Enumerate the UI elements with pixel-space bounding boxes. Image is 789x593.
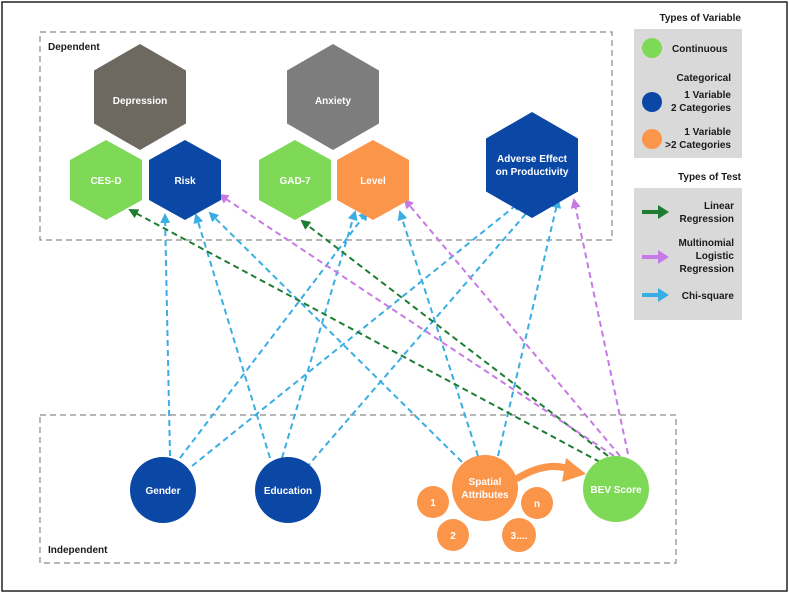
legend-linear-line2: Regression <box>680 214 734 225</box>
legend-chi-square-label: Chi-square <box>682 291 735 302</box>
legend-test-title: Types of Test <box>678 172 742 183</box>
arrow-gender-risk <box>160 213 171 457</box>
legend-multi-line2: >2 Categories <box>665 140 731 151</box>
node-gender-label: Gender <box>145 486 180 497</box>
arrows-chi-square <box>160 198 562 469</box>
legend-multinomial-line2: Logistic <box>696 251 735 262</box>
arrow-bev-level <box>403 198 621 457</box>
node-sub-1: 1 <box>417 486 449 518</box>
node-sub-n-label: n <box>534 499 540 510</box>
arrows-linear <box>128 209 609 463</box>
hex-anxiety: Anxiety <box>287 44 379 150</box>
arrow-education-level <box>281 210 358 459</box>
legend-multi-line1: 1 Variable <box>684 127 731 138</box>
arrow-education-risk <box>193 213 271 459</box>
legend-linear-line1: Linear <box>704 201 734 212</box>
hex-ces-d: CES-D <box>70 140 142 220</box>
arrow-spatial-risk <box>208 211 463 463</box>
hex-anxiety-label: Anxiety <box>315 96 352 107</box>
hex-adverse-label-line2: on Productivity <box>496 167 569 178</box>
arrow-bev-risk <box>218 193 615 457</box>
arrows-multinomial <box>218 193 629 457</box>
hex-ces-d-label: CES-D <box>90 176 121 187</box>
node-spatial-label-line2: Attributes <box>461 490 509 501</box>
node-sub-2-label: 2 <box>450 531 456 542</box>
hex-risk: Risk <box>149 140 221 220</box>
legend-multinomial-arrow <box>642 250 669 264</box>
legend-continuous-swatch <box>642 38 662 58</box>
dependent-label: Dependent <box>48 42 100 53</box>
hex-adverse-effect: Adverse Effect on Productivity <box>486 112 578 218</box>
node-spatial-label-line1: Spatial <box>469 477 502 488</box>
node-bev-score: BEV Score <box>583 456 649 522</box>
legend-linear-arrow <box>642 205 669 219</box>
hex-gad-7: GAD-7 <box>259 140 331 220</box>
node-sub-3-label: 3.... <box>511 531 528 542</box>
arrow-gender-adverse <box>191 200 522 467</box>
arrow-bev-gad7 <box>300 219 609 457</box>
hex-level-label: Level <box>360 176 386 187</box>
node-sub-1-label: 1 <box>430 498 436 509</box>
arrow-gender-level <box>179 210 369 459</box>
independent-box <box>39 414 677 564</box>
arrow-bev-cesd <box>128 209 601 463</box>
node-spatial-attributes: Spatial Attributes <box>452 455 518 521</box>
legend-multinomial-line1: Multinomial <box>678 238 734 249</box>
legend-categorical-label: Categorical <box>677 73 732 84</box>
arrow-spatial-level <box>397 210 479 457</box>
independent-label: Independent <box>48 545 108 556</box>
hex-gad-7-label: GAD-7 <box>279 176 311 187</box>
node-sub-n: n <box>521 487 553 519</box>
hex-depression-label: Depression <box>113 96 167 107</box>
arrow-education-adverse <box>305 200 538 469</box>
hex-adverse-label-line1: Adverse Effect <box>497 154 568 165</box>
legend-binary-line2: 2 Categories <box>671 103 731 114</box>
node-education: Education <box>255 457 321 523</box>
legend-test: Types of Test Linear Regression Multinom… <box>634 172 742 320</box>
legend-continuous-label: Continuous <box>672 44 728 55</box>
legend-variable-title: Types of Variable <box>659 13 741 24</box>
node-sub-3: 3.... <box>502 518 536 552</box>
legend-chi-square-arrow <box>642 288 669 302</box>
legend-variable: Types of Variable Continuous Categorical… <box>634 13 742 158</box>
legend-binary-swatch <box>642 92 662 112</box>
node-sub-2: 2 <box>437 519 469 551</box>
legend-multinomial-line3: Regression <box>680 264 734 275</box>
node-bev-label: BEV Score <box>590 485 642 496</box>
arrow-bev-adverse <box>570 198 629 455</box>
hex-level: Level <box>337 140 409 220</box>
node-gender: Gender <box>130 457 196 523</box>
arrow-spatial-adverse <box>497 198 562 457</box>
legend-binary-line1: 1 Variable <box>684 90 731 101</box>
hex-risk-label: Risk <box>174 176 196 187</box>
arrow-spatial-to-bev <box>514 458 586 482</box>
legend-multi-swatch <box>642 129 662 149</box>
hex-depression: Depression <box>94 44 186 150</box>
node-education-label: Education <box>264 486 312 497</box>
